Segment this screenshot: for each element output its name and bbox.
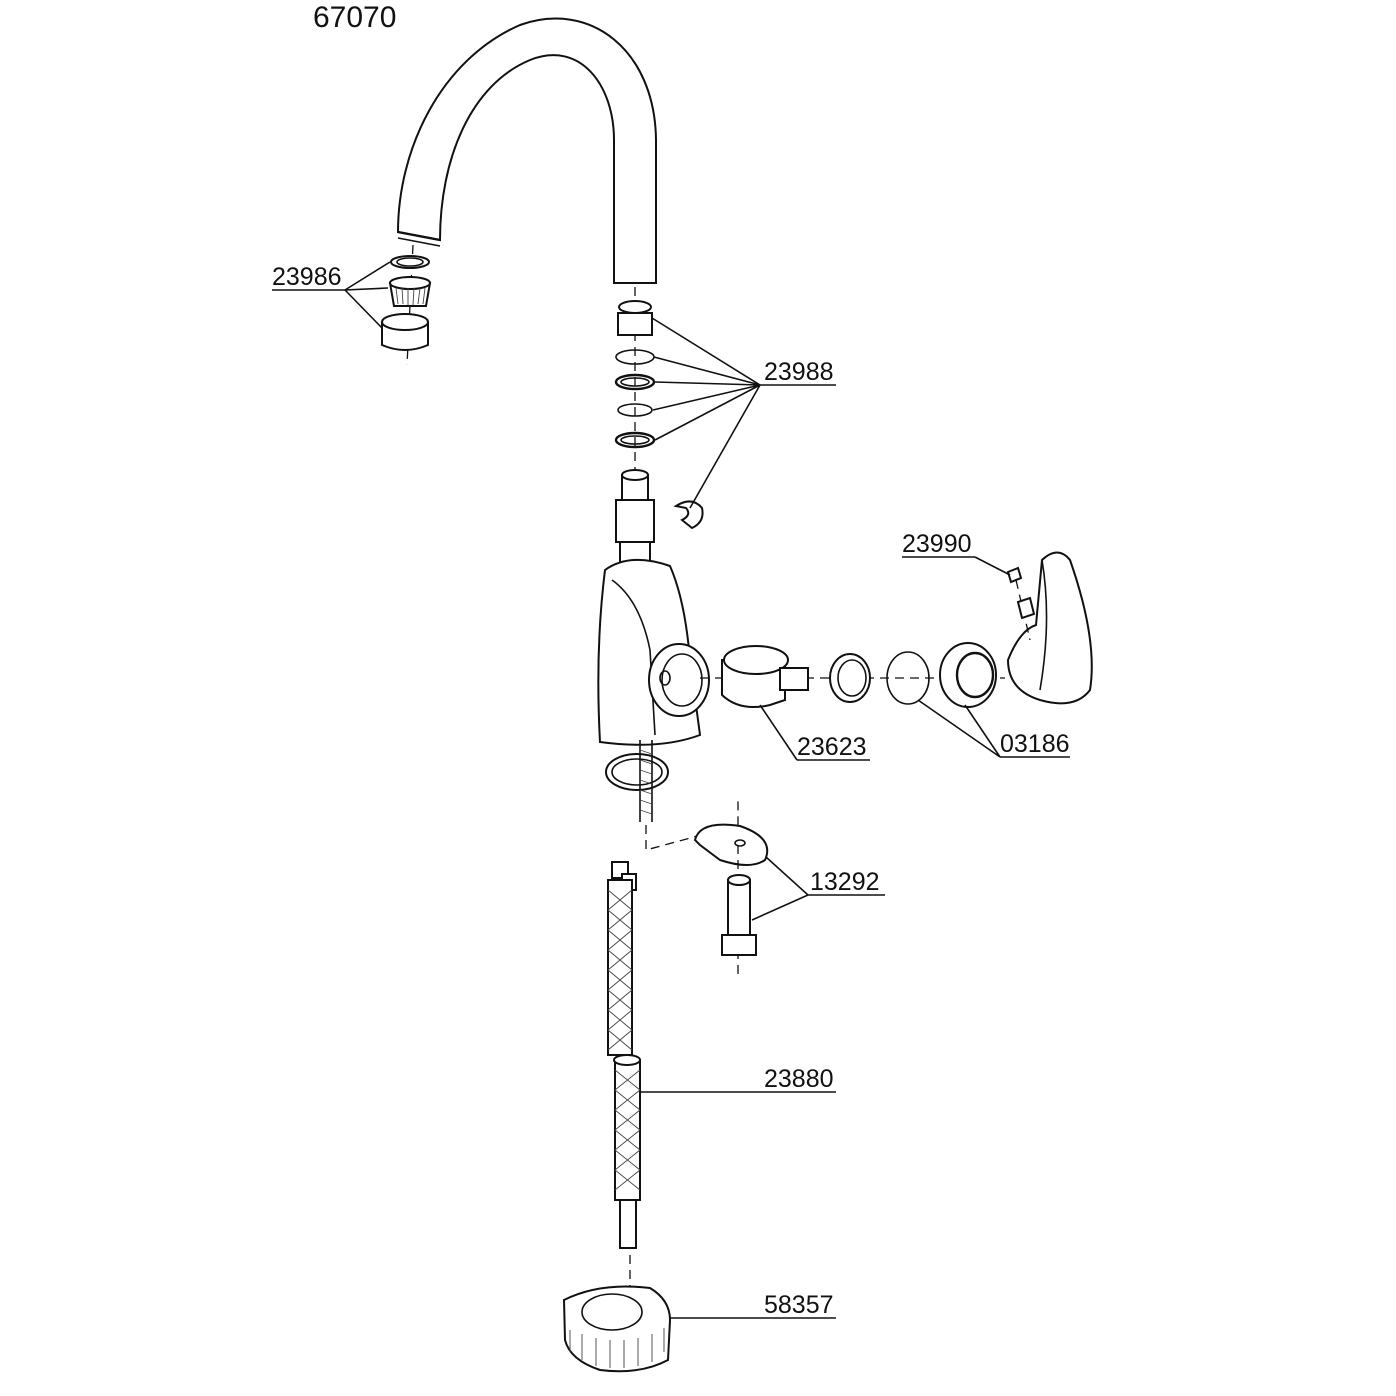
callout-03186: 03186 bbox=[917, 699, 1070, 758]
callout-58357: 58357 bbox=[670, 1291, 836, 1319]
part-number-23990: 23990 bbox=[902, 530, 972, 558]
callout-13292: 13292 bbox=[751, 856, 885, 921]
cover-ring-part bbox=[886, 642, 997, 708]
cartridge-part bbox=[721, 645, 871, 708]
faucet-body bbox=[597, 469, 1005, 746]
mounting-kit-parts bbox=[605, 740, 769, 975]
part-number-13292: 13292 bbox=[810, 868, 880, 896]
part-number-23880: 23880 bbox=[764, 1065, 834, 1093]
part-number-58357: 58357 bbox=[764, 1291, 834, 1319]
model-number: 67070 bbox=[313, 1, 396, 34]
spout bbox=[396, 17, 657, 284]
callout-23623: 23623 bbox=[759, 704, 870, 761]
callout-23990: 23990 bbox=[902, 530, 1011, 576]
callout-23880: 23880 bbox=[640, 1065, 836, 1093]
callout-23986: 23986 bbox=[272, 261, 391, 329]
aerator-parts bbox=[381, 244, 432, 366]
base-ring-part bbox=[562, 1285, 672, 1373]
handle-part bbox=[1006, 551, 1093, 705]
part-number-23623: 23623 bbox=[797, 733, 867, 761]
part-number-03186: 03186 bbox=[1000, 730, 1070, 758]
part-number-23986: 23986 bbox=[272, 263, 342, 291]
spout-seal-parts bbox=[614, 287, 704, 530]
callout-23988: 23988 bbox=[651, 317, 836, 509]
supply-hoses bbox=[607, 861, 641, 1290]
part-number-23988: 23988 bbox=[764, 358, 834, 386]
